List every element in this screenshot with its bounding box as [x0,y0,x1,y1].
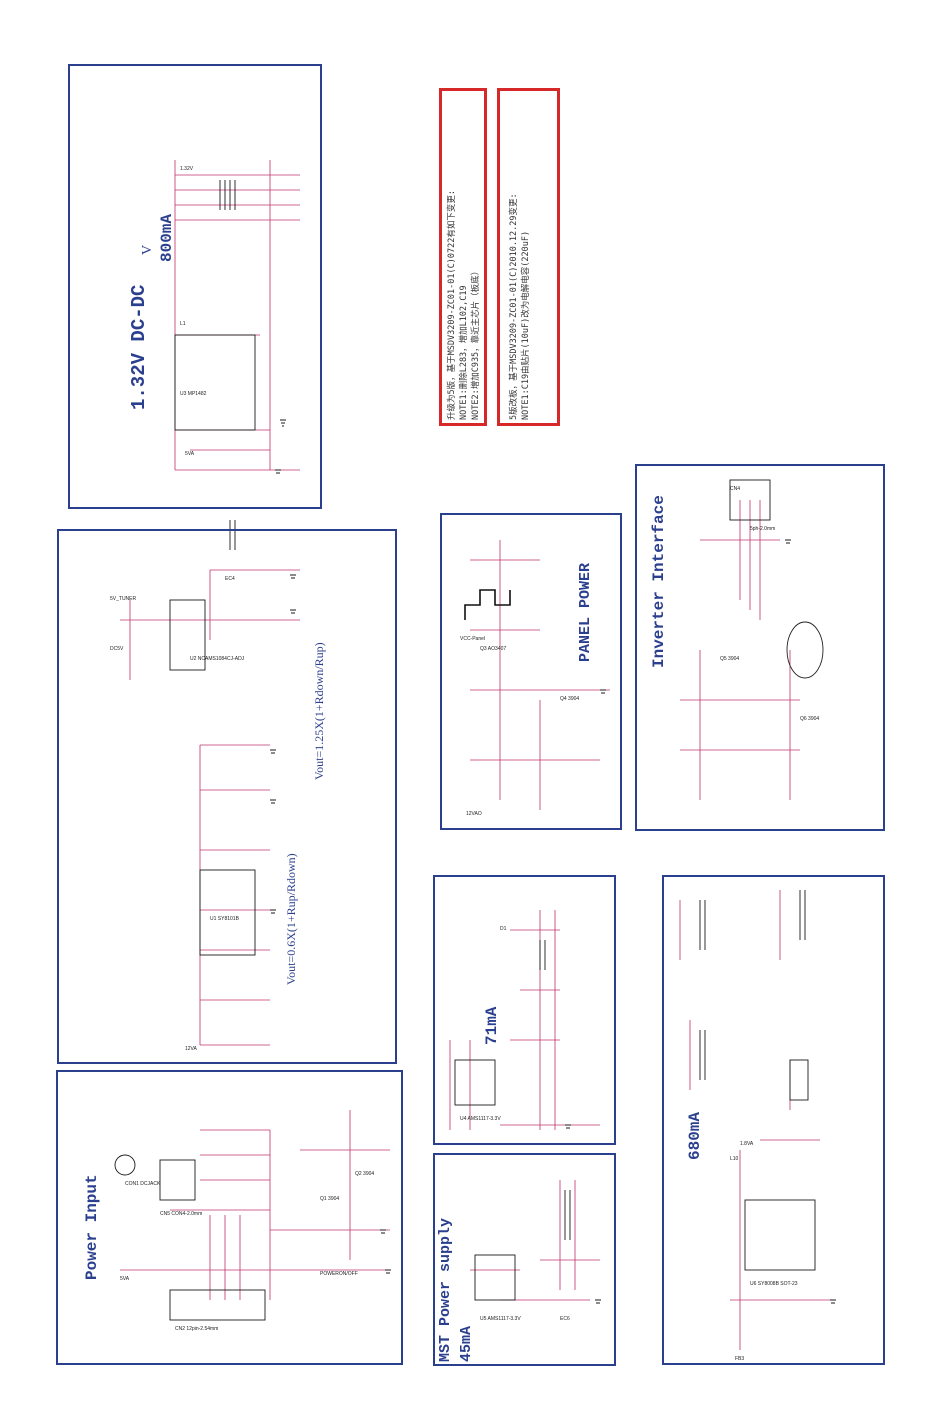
ic-sy8101b [199,869,256,956]
power-input-panel [56,1070,403,1365]
mst-45-title: MST Power supply [437,1217,454,1362]
note-1-text: 升级为5版，基于MSDV3209-ZC01-01(C)0722有如下变更: NO… [446,190,482,420]
svg-text:L10: L10 [730,1156,739,1162]
inverter-panel [635,464,885,831]
sy8008-panel [662,875,885,1365]
note-2-line: 5版改板，基于MSDV3209-ZC01-01(C)2010.12.29变更: [509,193,519,420]
note-1-line: NOTE2:增加C935，靠近主芯片（板底） [471,266,481,420]
dcdc-panel [68,64,322,509]
connector-cn4 [729,479,771,521]
mst-45-current: 45mA [458,1325,475,1362]
svg-text:CN2 12pin-2.54mm: CN2 12pin-2.54mm [175,1326,218,1332]
svg-text:CON1 DCJACK: CON1 DCJACK [125,1181,161,1187]
svg-text:U3 MP1482: U3 MP1482 [180,391,207,397]
svg-text:D1: D1 [500,926,507,932]
svg-text:5V_TUNER: 5V_TUNER [110,596,137,602]
svg-text:12VA: 12VA [185,1046,198,1052]
svg-text:Q4 3904: Q4 3904 [560,696,579,702]
svg-text:Q2 3904: Q2 3904 [355,1171,374,1177]
svg-text:CN4: CN4 [730,486,740,492]
svg-text:POWERON/OFF: POWERON/OFF [320,1271,358,1277]
sy8008-current: 680mA [686,1111,704,1160]
svg-text:CN5 CON4-2.0mm: CN5 CON4-2.0mm [160,1211,202,1217]
dcdc-formula: V [140,244,155,255]
regulator-formula-2: Vout=0.6X(1+Rup/Rdown) [284,853,298,985]
ic-sy8008b [744,1199,816,1271]
svg-text:Q6 3904: Q6 3904 [800,716,819,722]
regulator-formula-1: Vout=1.25X(1+Rdown/Rup) [312,642,326,780]
mst-71-panel [433,875,616,1145]
svg-text:EC6: EC6 [560,1316,570,1322]
ic-mp1482 [174,334,256,431]
note-1-line: 升级为5版，基于MSDV3209-ZC01-01(C)0722有如下变更: [447,190,457,420]
svg-text:U5 AMS1117-3.3V: U5 AMS1117-3.3V [480,1316,521,1322]
svg-text:Q1 3904: Q1 3904 [320,1196,339,1202]
note-box-1 [439,88,487,426]
panel-power-title: PANEL POWER [577,562,594,662]
svg-text:VCC-Panel: VCC-Panel [460,636,485,642]
ic-ams1117-u5 [474,1254,516,1301]
dcdc-title: 1.32V DC-DC [128,284,150,410]
svg-text:12VAO: 12VAO [466,811,482,817]
dcdc-current: 800mA [158,213,176,262]
svg-text:Q3 AO3407: Q3 AO3407 [480,646,506,652]
note-1-line: NOTE1:删除L283，增加L102,C19 [459,285,469,420]
svg-text:1.32V: 1.32V [180,166,194,172]
svg-text:DC5V: DC5V [110,646,124,652]
svg-text:5VA: 5VA [185,451,195,457]
regulators-panel [57,529,397,1064]
mst-45-panel [433,1153,616,1366]
svg-text:1.8VA: 1.8VA [740,1141,754,1147]
note-2-line: NOTE1:C19由贴片(10uF)改为电解电容(220uF) [521,230,531,420]
dc-jack [114,1154,136,1176]
svg-text:U4 AMS1117-3.3V: U4 AMS1117-3.3V [460,1116,501,1122]
panel-power-panel [440,513,622,830]
ic-ncams1084 [169,599,206,671]
svg-text:Q5 3904: Q5 3904 [720,656,739,662]
connector-cn5 [159,1159,196,1201]
inverter-title: Inverter Interface [650,495,668,668]
connector-cn2 [169,1289,266,1321]
svg-text:L1: L1 [180,321,186,327]
note-2-text: 5版改板，基于MSDV3209-ZC01-01(C)2010.12.29变更: … [508,193,532,420]
note-box-2 [497,88,560,426]
svg-text:U2 NCAMS1084CJ-ADJ: U2 NCAMS1084CJ-ADJ [190,656,245,662]
svg-text:5ph-2.0mm: 5ph-2.0mm [750,526,775,532]
svg-text:EC4: EC4 [225,576,235,582]
svg-text:U1 SY8101B: U1 SY8101B [210,916,240,922]
svg-text:U6 SY8008B SOT-23: U6 SY8008B SOT-23 [750,1281,798,1287]
mst-71-current: 71mA [483,1006,501,1045]
svg-text:5VA: 5VA [120,1276,130,1282]
svg-text:FB3: FB3 [735,1356,744,1362]
ic-ams1117-u4 [454,1059,496,1106]
power-input-title: Power Input [83,1174,101,1280]
